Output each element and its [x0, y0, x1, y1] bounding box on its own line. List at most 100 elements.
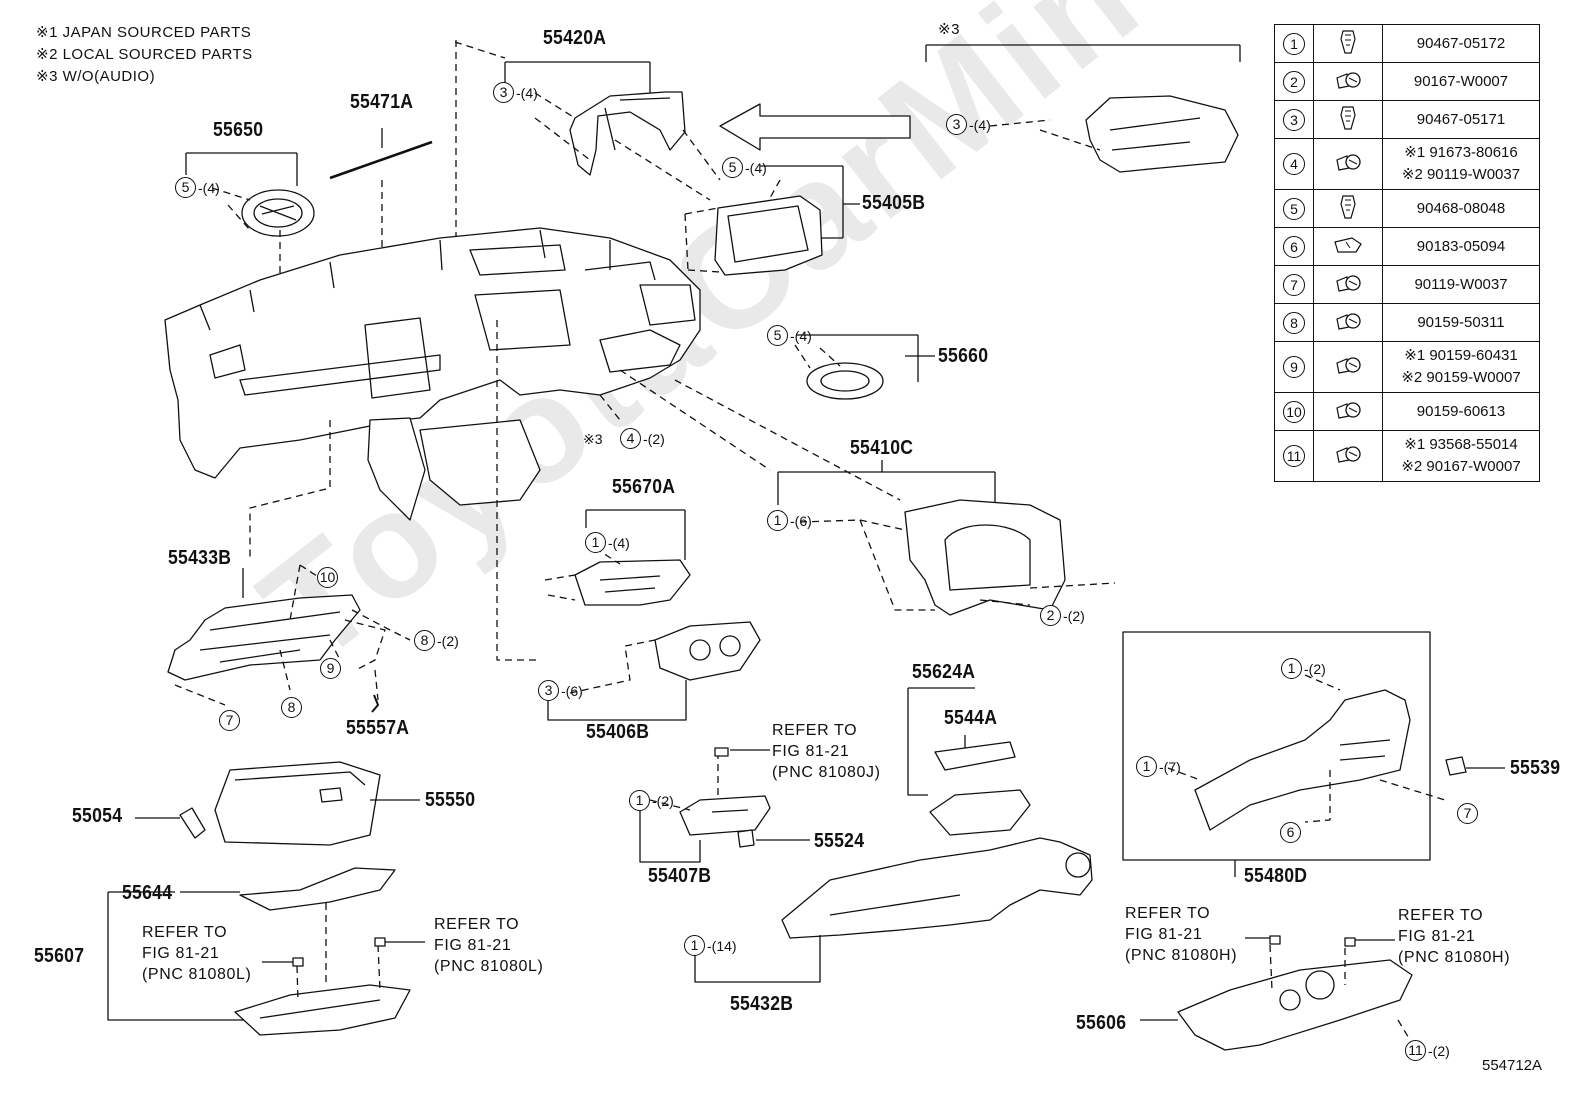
callout-circle: 10: [317, 567, 338, 588]
fastener-number: 9: [1283, 356, 1305, 378]
part-label-55539: 55539: [1510, 757, 1561, 779]
callout-circle: 7: [219, 710, 240, 731]
part-label-55480D: 55480D: [1244, 865, 1308, 887]
callout-circle: 9: [320, 658, 341, 679]
fastener-number: 4: [1283, 153, 1305, 175]
clip-icon: [1313, 100, 1383, 139]
callout-circle: 5: [722, 157, 743, 178]
fastener-part-numbers: ※1 91673-80616※2 90119-W0037: [1382, 138, 1540, 190]
callout-circle: 2: [1040, 605, 1061, 626]
garnish-strip: [329, 140, 433, 180]
fastener-part-numbers: ※1 93568-55014※2 90167-W0007: [1382, 430, 1540, 482]
part-label-55471A: 55471A: [350, 91, 414, 113]
fastener-part-number: ※2 90119-W0037: [1401, 166, 1521, 183]
reference-note-81080L-right: REFER TO FIG 81-21 (PNC 81080L): [434, 916, 544, 975]
climate-panel-part: [654, 621, 761, 681]
fastener-number-cell: 3: [1274, 100, 1314, 139]
fastener-number: 3: [1283, 108, 1305, 131]
fastener-part-numbers: 90119-W0037: [1382, 265, 1540, 304]
reference-note-81080H-right: REFER TO FIG 81-21 (PNC 81080H): [1398, 907, 1511, 966]
fastener-row: 4 ※1 91673-80616※2 90119-W0037: [1274, 138, 1540, 190]
reference-note-81080H-left: REFER TO FIG 81-21 (PNC 81080H): [1125, 905, 1238, 964]
fastener-part-number: 90159-60613: [1416, 402, 1506, 420]
part-label-55557A: 55557A: [346, 717, 410, 739]
fastener-number-cell: 5: [1274, 189, 1314, 228]
callout-circle: 1: [1136, 756, 1157, 777]
callout-circle: 11: [1405, 1040, 1426, 1061]
callout-qty: -(2): [1304, 661, 1326, 677]
fastener-part-number: 90467-05172: [1416, 34, 1506, 52]
callout-qty: -(2): [652, 793, 674, 809]
switch-panel-part: [574, 559, 691, 606]
socket-part: [737, 829, 755, 848]
fastener-number: 7: [1283, 273, 1305, 296]
callout-circle: 3: [493, 82, 514, 103]
meter-hood-part: [904, 499, 1066, 616]
fastener-number-cell: 4: [1274, 138, 1314, 190]
screw-icon: [1313, 265, 1383, 304]
callout-prefix: ※3: [583, 431, 603, 447]
fastener-number-cell: 7: [1274, 265, 1314, 304]
callout-circle: 4: [620, 428, 641, 449]
fastener-number: 11: [1283, 445, 1305, 467]
callout-qty: -(2): [1063, 608, 1085, 624]
note-without-audio: ※3 W/O(AUDIO): [36, 68, 156, 85]
fastener-number-cell: 2: [1274, 62, 1314, 101]
figure-number: 554712A: [1482, 1057, 1543, 1074]
clip-icon: [1313, 189, 1383, 228]
fastener-row: 7 90119-W0037: [1274, 265, 1540, 304]
fastener-number-cell: 10: [1274, 392, 1314, 431]
fastener-number: 6: [1283, 235, 1305, 258]
glove-box-cover-part: [239, 867, 396, 911]
part-label-55650: 55650: [213, 119, 264, 141]
glove-box-damper-part: [179, 807, 206, 839]
fastener-part-number: 90468-08048: [1416, 199, 1506, 217]
part-label-55660: 55660: [938, 345, 989, 367]
fastener-number-cell: 8: [1274, 303, 1314, 342]
tray-part: [934, 741, 1016, 771]
lower-cover-part: [234, 984, 411, 1036]
switch-base-part: [679, 795, 771, 836]
fastener-part-number: 90119-W0037: [1414, 275, 1508, 293]
fastener-row: 5 90468-08048: [1274, 189, 1540, 228]
callout-circle: 5: [175, 177, 196, 198]
console-part: [781, 837, 1093, 939]
callout-qty: -(4): [608, 535, 630, 551]
callout-qty: -(2): [437, 633, 459, 649]
screw-icon: [1313, 138, 1383, 190]
callout-circle: 3: [538, 680, 559, 701]
callout-qty: -(7): [1159, 759, 1181, 775]
callout-qty: -(4): [790, 328, 812, 344]
fastener-row: 11 ※1 93568-55014※2 90167-W0007: [1274, 430, 1540, 482]
part-label-55410C: 55410C: [850, 437, 914, 459]
screw-icon: [1313, 303, 1383, 342]
fastener-number: 8: [1283, 311, 1305, 334]
callout-qty: -(2): [643, 431, 665, 447]
under-cover-part: [1177, 959, 1413, 1051]
callout-qty: -(4): [198, 180, 220, 196]
screw-icon: [1313, 392, 1383, 431]
nut-icon: [1313, 227, 1383, 266]
callout-qty: -(14): [707, 938, 737, 954]
callout-circle: 1: [1281, 658, 1302, 679]
callout-circle: 1: [767, 510, 788, 531]
fastener-part-numbers: ※1 90159-60431※2 90159-W0007: [1382, 341, 1540, 393]
part-label-55607: 55607: [34, 945, 85, 967]
fastener-part-numbers: 90159-60613: [1382, 392, 1540, 431]
callout-circle: 8: [414, 630, 435, 651]
clip-part: [1445, 756, 1467, 776]
screw-icon: [1313, 341, 1383, 393]
upper-bracket-part: [569, 91, 686, 176]
console-box-part: [929, 789, 1031, 836]
part-label-55054: 55054: [72, 805, 123, 827]
part-label-55644: 55644: [122, 882, 173, 904]
fastener-part-number: ※1 93568-55014: [1404, 436, 1518, 453]
part-label-55420A: 55420A: [543, 27, 607, 49]
fastener-number-cell: 9: [1274, 341, 1314, 393]
